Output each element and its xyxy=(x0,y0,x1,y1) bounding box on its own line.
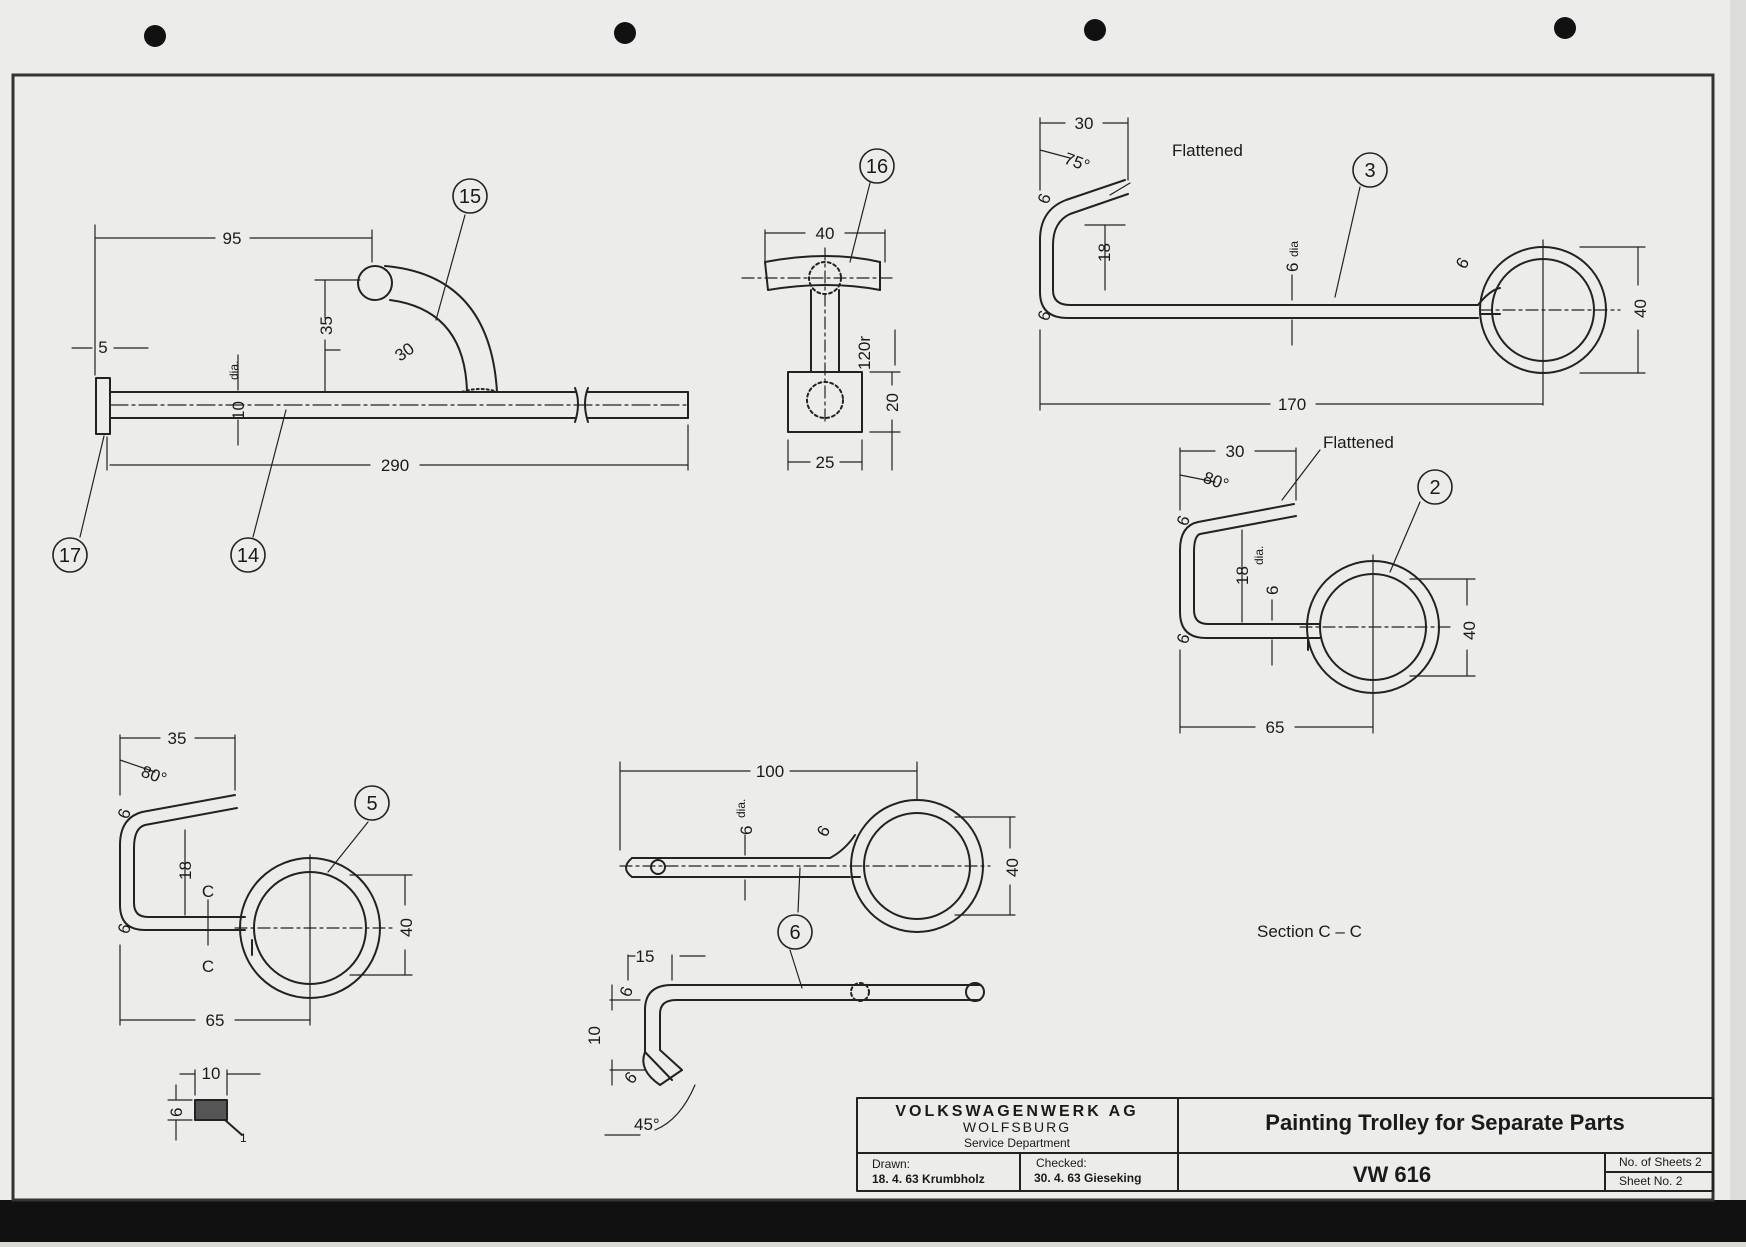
section-mark-c-bottom: C xyxy=(202,957,214,976)
dim-65-p5: 65 xyxy=(206,1011,225,1030)
part-16-dimensions xyxy=(741,229,901,471)
balloon-14: 14 xyxy=(237,545,259,567)
dim-18-p3: 18 xyxy=(1095,243,1114,262)
dim-170: 170 xyxy=(1278,395,1306,414)
part-15-hook xyxy=(357,265,499,393)
title-block-frame xyxy=(856,1097,1714,1192)
balloon-15: 15 xyxy=(459,186,481,208)
tb-dept: Service Department xyxy=(964,1136,1071,1150)
dim-10-p6: 10 xyxy=(585,1026,604,1045)
dim-40-p2: 40 xyxy=(1460,621,1479,640)
dia-6-p6: 6 xyxy=(737,826,756,835)
dim-95: 95 xyxy=(223,229,242,248)
scan-edge xyxy=(0,1200,1746,1242)
balloon-6: 6 xyxy=(789,922,800,944)
section-mark-c-top: C xyxy=(202,882,214,901)
dim-40-p6: 40 xyxy=(1003,858,1022,877)
tb-drawing-code: VW 616 xyxy=(1353,1162,1431,1187)
flattened-label-p2: Flattened xyxy=(1323,433,1394,452)
part-5-dimensions xyxy=(119,734,413,1026)
dim-40-p16: 40 xyxy=(816,224,835,243)
balloon-5: 5 xyxy=(366,793,377,815)
section-leader-1: 1 xyxy=(240,1131,247,1145)
dim-10-section: 10 xyxy=(202,1064,221,1083)
dim-20: 20 xyxy=(883,393,902,412)
dim-40-p3: 40 xyxy=(1631,299,1650,318)
balloon-leaders xyxy=(79,182,1421,989)
angle-45: 45° xyxy=(634,1115,660,1134)
balloon-16: 16 xyxy=(866,156,888,178)
section-cc xyxy=(194,1099,243,1136)
part-2-dimensions xyxy=(1179,447,1476,734)
part-6-side-dimensions xyxy=(604,954,706,1136)
dim-25: 25 xyxy=(816,453,835,472)
dia-label-14: dia. xyxy=(227,361,241,380)
dim-40-p5: 40 xyxy=(397,918,416,937)
dia-label-p3: dia xyxy=(1287,241,1301,257)
dia-6-p2: 6 xyxy=(1263,586,1282,595)
tb-drawn-value: 18. 4. 63 Krumbholz xyxy=(872,1172,985,1186)
part-6-side-view xyxy=(642,982,985,1086)
balloon-2: 2 xyxy=(1429,477,1440,499)
dia-label-p2: dia. xyxy=(1252,546,1266,565)
tb-city: WOLFSBURG xyxy=(963,1119,1071,1135)
tb-title: Painting Trolley for Separate Parts xyxy=(1265,1110,1624,1135)
flattened-label-p3: Flattened xyxy=(1172,141,1243,160)
tb-sheet-no: Sheet No. 2 xyxy=(1619,1174,1683,1188)
tb-no-of-sheets: No. of Sheets 2 xyxy=(1619,1155,1702,1169)
tb-checked-label: Checked: xyxy=(1036,1156,1087,1170)
dim-35-p5: 35 xyxy=(168,729,187,748)
dim-30-p2: 30 xyxy=(1226,442,1245,461)
dim-290: 290 xyxy=(381,456,409,475)
dim-dia-10: 10 xyxy=(229,401,248,420)
balloon-circles xyxy=(52,148,1453,950)
tb-drawn-label: Drawn: xyxy=(872,1157,910,1171)
drawing-border xyxy=(11,73,1715,1202)
section-cc-dimensions xyxy=(167,1069,261,1141)
punch-holes xyxy=(144,17,1576,47)
dim-100: 100 xyxy=(756,762,784,781)
dim-15: 15 xyxy=(636,947,655,966)
dim-18-p2: 18 xyxy=(1233,566,1252,585)
part-14-dimensions xyxy=(71,224,691,471)
part-6-dimensions xyxy=(619,761,1016,916)
dim-65-p2: 65 xyxy=(1266,718,1285,737)
dim-120r: 120r xyxy=(855,336,874,370)
dia-6-p3: 6 xyxy=(1283,263,1302,272)
tb-checked-value: 30. 4. 63 Gieseking xyxy=(1034,1171,1141,1185)
dim-35: 35 xyxy=(317,316,336,335)
section-cc-label: Section C – C xyxy=(1257,922,1362,941)
dim-6-section: 6 xyxy=(167,1108,186,1117)
balloon-3: 3 xyxy=(1364,160,1375,182)
tb-company: VOLKSWAGENWERK AG xyxy=(895,1103,1138,1120)
dim-30-p3: 30 xyxy=(1075,114,1094,133)
dim-18-p5: 18 xyxy=(176,861,195,880)
balloon-17: 17 xyxy=(59,545,81,567)
dim-5: 5 xyxy=(98,338,107,357)
part-3-dimensions xyxy=(1039,117,1646,411)
dia-label-p6: dia. xyxy=(734,799,748,818)
